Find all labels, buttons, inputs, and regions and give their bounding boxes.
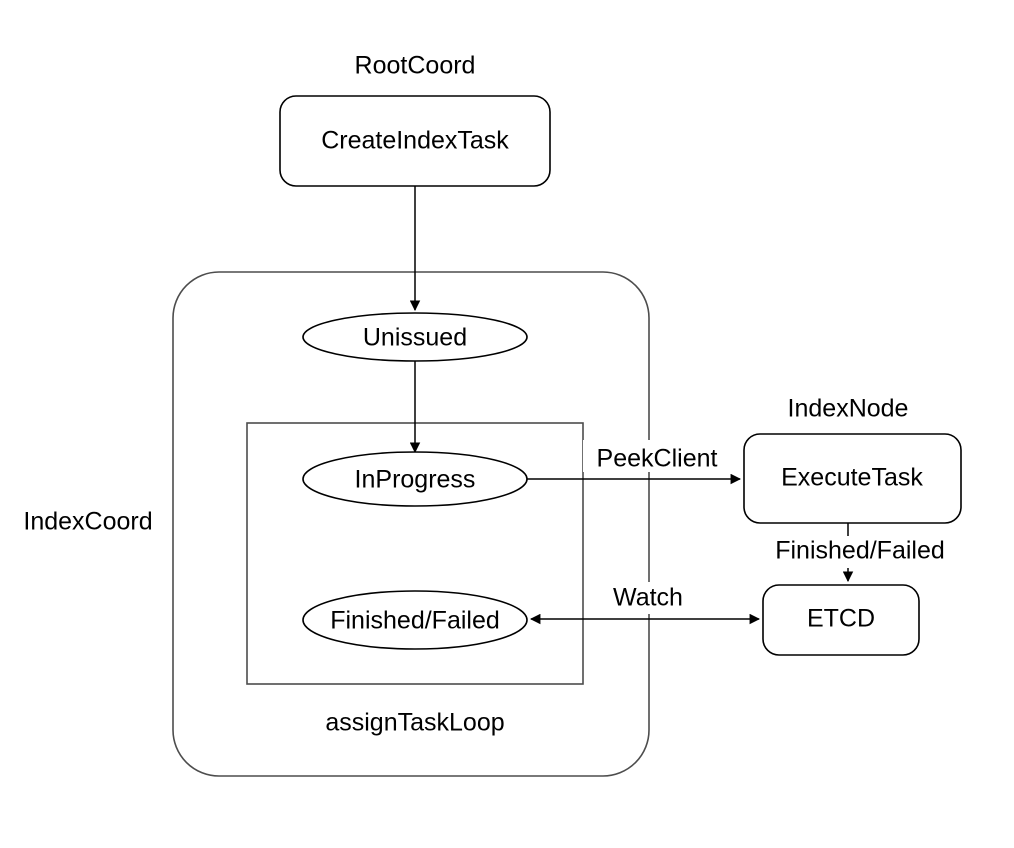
watch-label: Watch: [613, 584, 683, 612]
node-execute-task-label: ExecuteTask: [781, 464, 923, 492]
peek-client-label: PeekClient: [597, 445, 718, 473]
index-node-label: IndexNode: [788, 395, 909, 423]
node-etcd[interactable]: [762, 584, 920, 656]
node-etcd-label: ETCD: [807, 605, 875, 633]
node-execute-task[interactable]: [743, 433, 962, 524]
finished-failed-edge-label-bg: [755, 536, 965, 568]
index-coord-container: [172, 271, 650, 777]
node-unissued[interactable]: [302, 312, 528, 362]
node-in-progress[interactable]: [302, 451, 528, 507]
node-finished-failed-label: Finished/Failed: [330, 607, 500, 635]
node-create-index-task[interactable]: [279, 95, 551, 187]
node-in-progress-label: InProgress: [355, 466, 476, 494]
index-coord-label: IndexCoord: [23, 508, 152, 536]
finished-failed-edge-label: Finished/Failed: [775, 537, 945, 565]
node-unissued-label: Unissued: [363, 324, 467, 352]
watch-label-bg: [601, 582, 697, 614]
node-finished-failed[interactable]: [302, 590, 528, 650]
node-create-index-task-label: CreateIndexTask: [321, 127, 509, 155]
peek-client-label-bg: [583, 440, 731, 472]
root-coord-label: RootCoord: [355, 52, 476, 80]
assign-task-loop-label: assignTaskLoop: [325, 709, 504, 737]
